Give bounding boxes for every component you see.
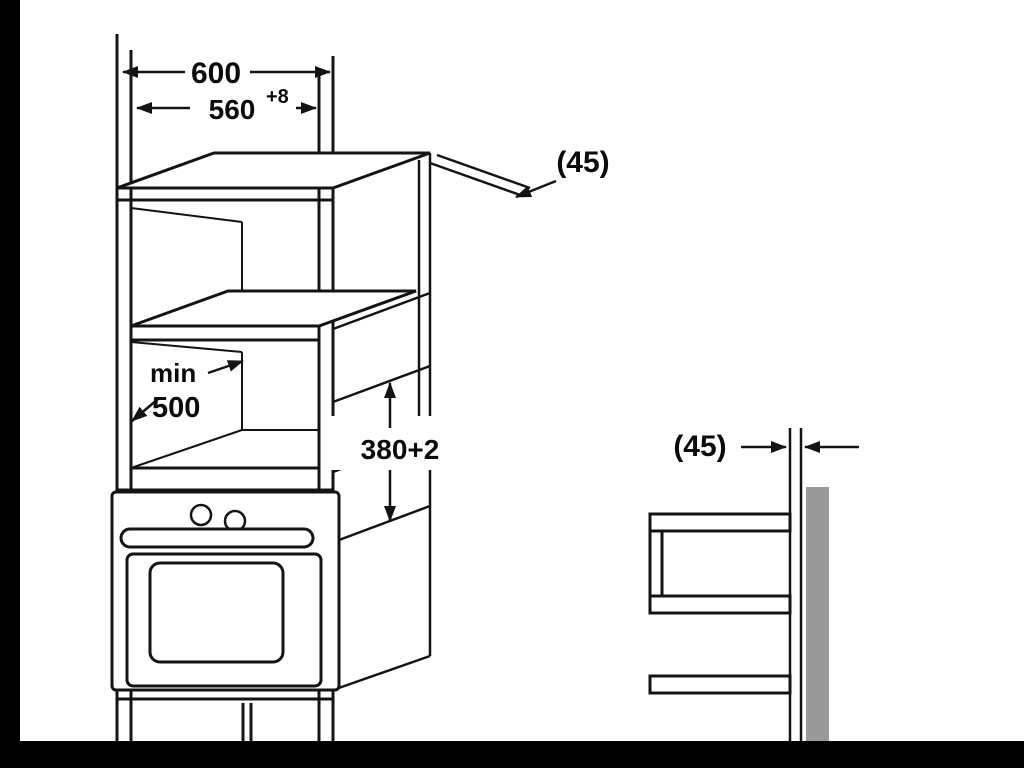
side-rear-gap-label: (45) [673, 430, 726, 463]
back-panel-edge-upper [436, 153, 531, 190]
niche-height-label: 380+2 [361, 434, 440, 465]
niche-width-tolerance-label: +8 [266, 86, 289, 108]
dimension-overall-width: 600 [122, 57, 331, 90]
section-shelf-middle [648, 594, 792, 615]
niche-top-side-slant [332, 364, 431, 404]
section-shelf-upper [648, 512, 792, 533]
lower-cabinet [117, 697, 333, 741]
dimension-rear-gap-side: (45) [673, 430, 859, 463]
top-surface [116, 151, 431, 190]
dimension-niche-width: 560 +8 [136, 86, 317, 125]
min-depth-arrow-rear [207, 359, 244, 375]
niche-width-label: 560 [209, 94, 256, 125]
dimension-label-backplate [330, 416, 470, 470]
letterbox-bottom [0, 741, 1024, 768]
oven [110, 490, 341, 692]
cabinet-top [116, 151, 431, 202]
niche-ceiling-edge [130, 341, 243, 353]
wall-strip [806, 487, 829, 741]
rear-gap-arrow [515, 179, 557, 199]
upper-ceiling-edge [130, 207, 243, 223]
dimension-niche-height: 380+2 [330, 382, 470, 522]
side-section-view: (45) [648, 428, 859, 741]
min-depth-arrow-front [131, 398, 159, 422]
oven-top-side-slant [338, 504, 431, 542]
overall-width-label: 600 [191, 57, 241, 90]
oven-bottom-side-slant [332, 654, 431, 692]
section-shelf-lower [648, 674, 792, 695]
oven-knob-left [189, 503, 213, 527]
shelf-side-slant [332, 291, 431, 331]
oven-door-window [148, 561, 285, 664]
min-depth-value: 500 [152, 392, 200, 424]
niche-floor-left-edge [130, 429, 243, 469]
rear-gap-label: (45) [556, 146, 609, 179]
upper-compartment [130, 207, 243, 296]
shelf-surface [130, 289, 417, 328]
back-panel-edge-lower [429, 161, 524, 198]
min-depth-label: min [150, 358, 196, 388]
dimension-rear-gap-top: (45) [515, 146, 610, 199]
shelf [130, 289, 417, 342]
oven-handle [119, 527, 315, 549]
letterbox-left [0, 0, 20, 768]
dimension-min-depth: min 500 [131, 358, 244, 424]
